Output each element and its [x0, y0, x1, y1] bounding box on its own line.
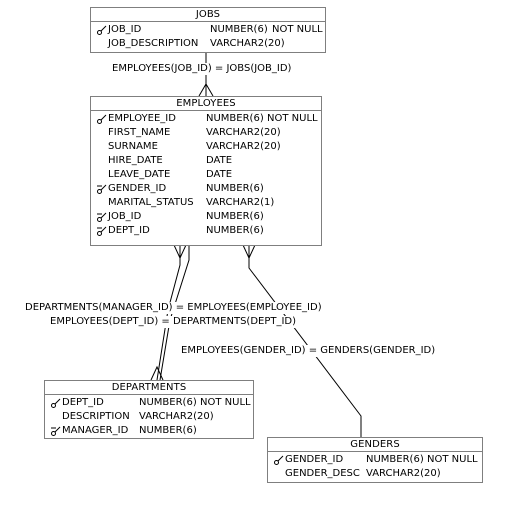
column-name: JOB_ID: [108, 211, 142, 222]
crowfoot-manager-top: [173, 244, 187, 260]
table-departments[interactable]: DEPARTMENTS DEPT_ID NUMBER(6) NOT NULL D…: [44, 380, 254, 439]
foreign-key-icon: [51, 426, 61, 436]
column-row: DEPT_ID NUMBER(6) NOT NULL: [47, 396, 253, 410]
column-name: FIRST_NAME: [108, 127, 171, 138]
column-name: MARITAL_STATUS: [108, 197, 194, 208]
line-employees-gender: [248, 245, 362, 437]
column-row: EMPLOYEE_ID NUMBER(6) NOT NULL: [93, 112, 321, 126]
column-name: LEAVE_DATE: [108, 169, 171, 180]
column-row: SURNAME VARCHAR2(20): [93, 140, 321, 154]
relationship-label-employees-dept: EMPLOYEES(DEPT_ID) = DEPARTMENTS(DEPT_ID…: [50, 316, 297, 328]
relationship-label-jobs-employees: EMPLOYEES(JOB_ID) = JOBS(JOB_ID): [112, 63, 292, 75]
key-icon: [97, 25, 107, 35]
table-genders[interactable]: GENDERS GENDER_ID NUMBER(6) NOT NULL GEN…: [267, 437, 483, 483]
line-employees-dept: [159, 245, 190, 381]
relationship-label-departments-manager: DEPARTMENTS(MANAGER_ID) = EMPLOYEES(EMPL…: [25, 302, 322, 314]
column-type: DATE: [206, 155, 233, 166]
column-row: FIRST_NAME VARCHAR2(20): [93, 126, 321, 140]
foreign-key-icon: [97, 184, 107, 194]
column-row: GENDER_ID NUMBER(6) NOT NULL: [270, 453, 482, 467]
column-row: HIRE_DATE DATE: [93, 154, 321, 168]
column-type: NUMBER(6): [206, 225, 264, 236]
foreign-key-icon: [97, 226, 107, 236]
column-row: GENDER_DESC VARCHAR2(20): [270, 467, 482, 481]
table-jobs[interactable]: JOBS JOB_ID NUMBER(6) NOT NULL JOB_DESCR…: [90, 7, 326, 53]
column-type: NUMBER(6): [206, 211, 264, 222]
column-row: JOB_ID NUMBER(6): [93, 210, 321, 224]
column-name: GENDER_ID: [285, 454, 344, 465]
key-icon: [274, 455, 284, 465]
key-icon: [97, 114, 107, 124]
column-type: VARCHAR2(20): [206, 127, 281, 138]
table-employees[interactable]: EMPLOYEES EMPLOYEE_ID NUMBER(6) NOT NULL…: [90, 96, 322, 246]
column-constraint: NOT NULL: [272, 24, 323, 35]
foreign-key-icon: [97, 212, 107, 222]
table-title: EMPLOYEES: [91, 97, 321, 111]
column-name: GENDER_DESC: [285, 468, 360, 479]
column-type: NUMBER(6): [210, 24, 268, 35]
column-name: JOB_DESCRIPTION: [108, 38, 199, 49]
column-type: VARCHAR2(20): [206, 141, 281, 152]
column-type: NUMBER(6): [206, 183, 264, 194]
column-type: NUMBER(6): [139, 397, 197, 408]
column-name: EMPLOYEE_ID: [108, 113, 176, 124]
column-name: DEPT_ID: [62, 397, 104, 408]
column-name: DESCRIPTION: [62, 411, 130, 422]
relationship-label-employees-gender: EMPLOYEES(GENDER_ID) = GENDERS(GENDER_ID…: [181, 345, 436, 357]
column-row: JOB_DESCRIPTION VARCHAR2(20): [93, 37, 323, 51]
column-name: GENDER_ID: [108, 183, 167, 194]
column-type: VARCHAR2(1): [206, 197, 275, 208]
column-row: LEAVE_DATE DATE: [93, 168, 321, 182]
column-type: VARCHAR2(20): [139, 411, 214, 422]
column-type: DATE: [206, 169, 233, 180]
line-departments-manager: [156, 245, 181, 381]
column-type: VARCHAR2(20): [210, 38, 285, 49]
column-name: SURNAME: [108, 141, 158, 152]
column-name: JOB_ID: [108, 24, 142, 35]
column-row: GENDER_ID NUMBER(6): [93, 182, 321, 196]
column-type: NUMBER(6): [206, 113, 264, 124]
column-type: VARCHAR2(20): [366, 468, 441, 479]
key-icon: [51, 398, 61, 408]
column-constraint: NOT NULL: [427, 454, 478, 465]
column-row: DESCRIPTION VARCHAR2(20): [47, 410, 253, 424]
table-title: GENDERS: [268, 438, 482, 452]
column-constraint: NOT NULL: [267, 113, 318, 124]
column-row: DEPT_ID NUMBER(6): [93, 224, 321, 238]
table-title: DEPARTMENTS: [45, 381, 253, 395]
column-row: JOB_ID NUMBER(6) NOT NULL: [93, 23, 323, 37]
column-name: HIRE_DATE: [108, 155, 163, 166]
column-name: DEPT_ID: [108, 225, 150, 236]
column-row: MANAGER_ID NUMBER(6): [47, 424, 253, 438]
column-row: MARITAL_STATUS VARCHAR2(1): [93, 196, 321, 210]
column-type: NUMBER(6): [366, 454, 424, 465]
column-name: MANAGER_ID: [62, 425, 129, 436]
column-constraint: NOT NULL: [200, 397, 251, 408]
column-type: NUMBER(6): [139, 425, 197, 436]
crowfoot-gender-top: [242, 244, 256, 260]
table-title: JOBS: [91, 8, 325, 22]
